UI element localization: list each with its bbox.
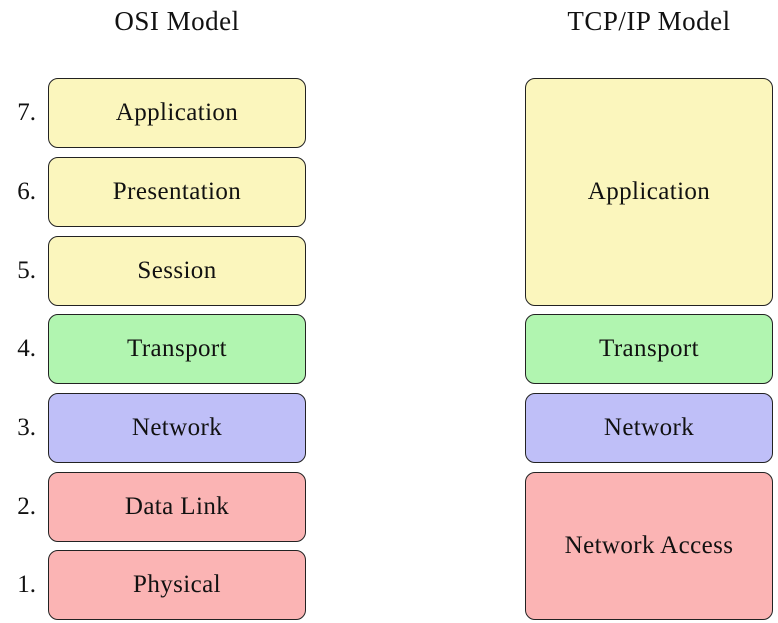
tcpip-layer-application: Application: [525, 78, 773, 306]
osi-layer-number-6: 6.: [17, 178, 36, 205]
osi-layer-transport: Transport: [48, 314, 306, 384]
osi-layer-number-5: 5.: [17, 257, 36, 284]
osi-column-title: OSI Model: [114, 6, 240, 36]
osi-layer-session: Session: [48, 236, 306, 306]
osi-layer-number-3: 3.: [17, 414, 36, 441]
osi-layer-number-1: 1.: [17, 571, 36, 598]
osi-layer-presentation: Presentation: [48, 157, 306, 227]
tcpip-layer-application-label: Application: [587, 178, 711, 205]
osi-layer-presentation-label: Presentation: [112, 178, 242, 205]
osi-layer-data-link: Data Link: [48, 472, 306, 542]
osi-layer-transport-label: Transport: [127, 335, 227, 362]
osi-layer-number-2: 2.: [17, 493, 36, 520]
osi-layer-network-label: Network: [131, 414, 223, 441]
osi-layer-application-label: Application: [115, 99, 239, 126]
osi-layer-session-label: Session: [137, 257, 217, 284]
osi-layer-physical-label: Physical: [133, 571, 221, 598]
osi-layer-network: Network: [48, 393, 306, 463]
osi-layer-data-link-label: Data Link: [124, 493, 230, 520]
tcpip-layer-network: Network: [525, 393, 773, 463]
osi-layer-number-4: 4.: [17, 335, 36, 362]
tcpip-layer-network-label: Network: [603, 414, 695, 441]
osi-layer-physical: Physical: [48, 550, 306, 620]
osi-layer-number-7: 7.: [17, 99, 36, 126]
tcpip-layer-transport: Transport: [525, 314, 773, 384]
tcpip-column-title: TCP/IP Model: [567, 6, 731, 36]
tcpip-layer-network-access: Network Access: [525, 472, 773, 620]
osi-layer-application: Application: [48, 78, 306, 148]
tcpip-layer-transport-label: Transport: [599, 335, 699, 362]
tcpip-layer-network-access-label: Network Access: [564, 532, 734, 559]
